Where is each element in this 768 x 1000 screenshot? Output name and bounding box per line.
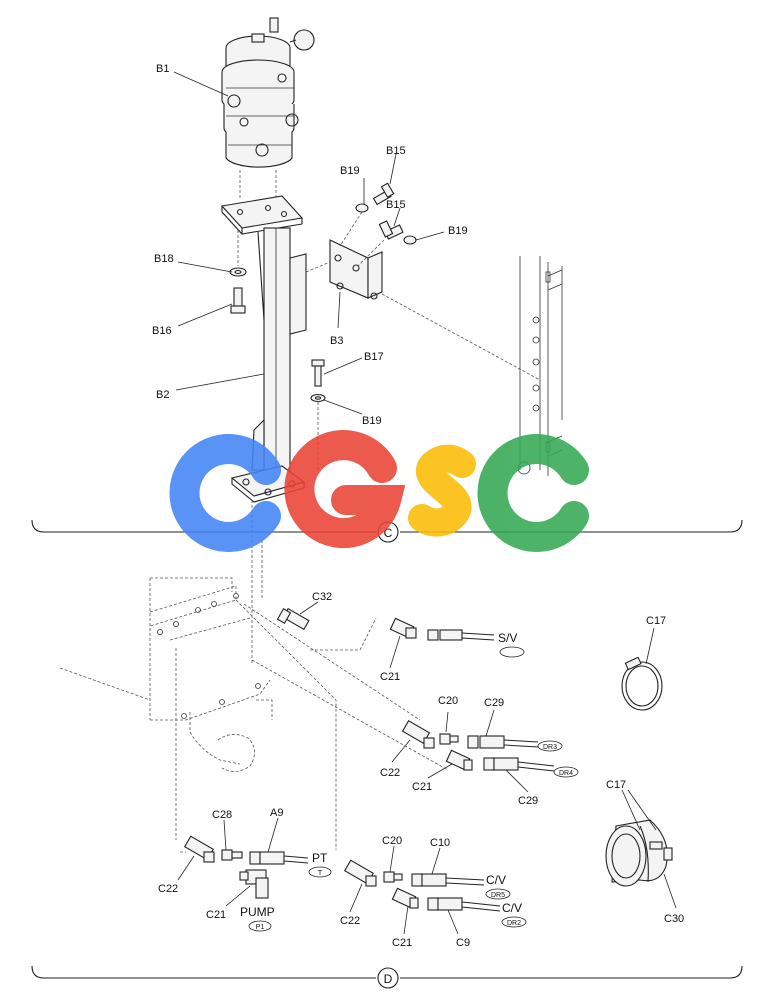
washer-b19-right — [403, 235, 417, 245]
label-c17-upper: C17 — [646, 615, 666, 627]
port-tag-dr4 — [553, 766, 579, 778]
mounting-bracket-b3 — [329, 239, 383, 300]
fitting-c21-dr4 — [445, 749, 473, 771]
label-a9: A9 — [270, 807, 283, 819]
washer-b18 — [229, 267, 247, 277]
label-c30: C30 — [664, 913, 684, 925]
label-c22-dr: C22 — [380, 767, 400, 779]
fitting-c20-cv — [383, 871, 403, 883]
label-b19-lower: B19 — [362, 415, 382, 427]
fitting-c22-pt — [183, 835, 215, 863]
port-tag-p1-text: P1 — [256, 924, 265, 931]
port-tag-dr4-text: DR4 — [559, 770, 573, 777]
port-tag-dr3-text: DR3 — [543, 744, 557, 751]
port-label-pt: PT — [312, 851, 328, 865]
port-tag-t — [308, 866, 332, 878]
label-c29-dr4: C29 — [518, 795, 538, 807]
fitting-c21-cv — [391, 887, 419, 909]
label-c9: C9 — [456, 937, 470, 949]
label-c22-cv: C22 — [340, 915, 360, 927]
bolt-b15-upper — [372, 182, 395, 206]
label-c21-cv: C21 — [392, 937, 412, 949]
hose-clamp-c17 — [621, 656, 663, 711]
port-tag-dr2-text: DR2 — [507, 920, 521, 927]
hose-c29-dr3 — [467, 735, 539, 749]
swivel-joint — [221, 17, 315, 168]
hose-c29-dr4 — [483, 757, 555, 772]
section-c-divider — [31, 519, 743, 533]
fitting-c22-dr — [401, 720, 435, 749]
label-c22-pt: C22 — [158, 883, 178, 895]
label-c20-cv: C20 — [382, 835, 402, 847]
port-tag-dr2 — [501, 916, 527, 928]
section-d: C32 C21 C22 C20 C29 C21 C29 C17 C17 C30 … — [31, 500, 743, 989]
label-c17-lower: C17 — [606, 779, 626, 791]
label-b18: B18 — [154, 253, 174, 265]
label-c28: C28 — [212, 809, 232, 821]
elbow-c21-pump — [239, 869, 269, 899]
machine-frame-dashed — [59, 500, 449, 853]
port-label-sv: S/V — [498, 631, 517, 645]
port-label-cv-upper: C/V — [486, 873, 506, 887]
bolt-b17 — [311, 359, 325, 387]
port-label-pump: PUMP — [240, 905, 275, 919]
label-c21-sv: C21 — [380, 671, 400, 683]
fitting-c32 — [276, 607, 310, 631]
section-c: B1 B2 B3 B15 B15 B16 B17 B18 B19 B19 B19… — [31, 17, 743, 543]
port-tag-t-text: T — [318, 870, 323, 877]
watermark-logo — [169, 430, 589, 552]
leaders-section-c — [173, 71, 445, 415]
washer-b19-upper — [355, 203, 369, 213]
bolt-b15-lower — [378, 220, 404, 240]
watermark-letter-s — [408, 444, 476, 537]
fitting-c22-cv — [343, 859, 377, 887]
section-d-divider — [31, 965, 743, 979]
washer-b19-lower — [310, 393, 326, 403]
port-tag-dr5 — [485, 888, 511, 900]
watermark-letter-c2 — [477, 434, 589, 552]
label-b16: B16 — [152, 325, 172, 337]
leaders-section-d — [177, 601, 677, 935]
fitting-c21-sv — [389, 617, 417, 639]
bolt-b16 — [230, 287, 246, 314]
stand-bracket — [220, 195, 307, 503]
label-c20-dr: C20 — [438, 695, 458, 707]
hose-c10-dr5 — [411, 873, 485, 887]
port-tag-sv — [499, 646, 525, 658]
fitting-c20-dr — [439, 733, 459, 745]
label-b19-upper: B19 — [340, 165, 360, 177]
port-tag-dr3 — [537, 740, 563, 752]
port-tag-p1 — [248, 920, 272, 932]
section-d-marker: D — [384, 972, 393, 986]
label-b3: B3 — [330, 335, 343, 347]
hose-c9-dr2 — [427, 897, 501, 912]
hose-clamp-c30 — [605, 819, 673, 887]
hose-sv — [427, 629, 495, 641]
fitting-c28 — [221, 849, 243, 861]
label-b15-lower: B15 — [386, 199, 406, 211]
port-tag-dr5-text: DR5 — [491, 892, 505, 899]
label-b1: B1 — [156, 63, 169, 75]
label-c32: C32 — [312, 591, 332, 603]
watermark-letter-g — [284, 430, 406, 549]
section-d-marker-circle — [377, 967, 399, 989]
watermark-letter-c1 — [169, 434, 281, 552]
port-label-cv-lower: C/V — [502, 901, 522, 915]
label-c21-pump: C21 — [206, 909, 226, 921]
label-b19-right: B19 — [448, 225, 468, 237]
section-c-marker: C — [384, 526, 393, 540]
label-b2: B2 — [156, 389, 169, 401]
label-b17: B17 — [364, 351, 384, 363]
label-c21-dr4: C21 — [412, 781, 432, 793]
label-c29-dr3: C29 — [484, 697, 504, 709]
label-b15-upper: B15 — [386, 145, 406, 157]
label-c10: C10 — [430, 837, 450, 849]
hose-a9-pt — [249, 851, 309, 865]
